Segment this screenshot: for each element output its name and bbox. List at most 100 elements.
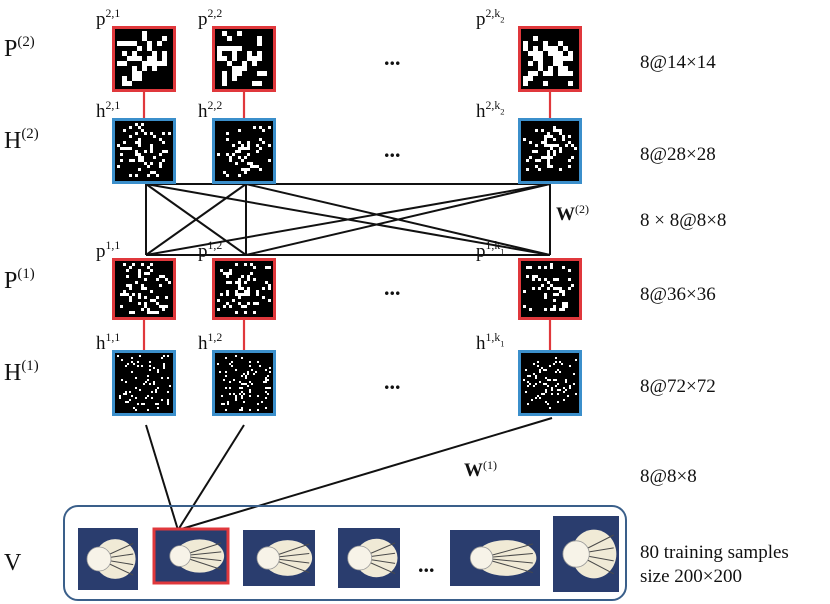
feature-map-p1-pixel xyxy=(265,281,268,284)
feature-map-h2-pixel xyxy=(559,147,562,150)
feature-map-h1-pixel xyxy=(239,381,241,383)
feature-map-h1-pixel xyxy=(247,371,249,373)
feature-map-p2-pixel xyxy=(257,71,262,76)
feature-map-h1-pixel xyxy=(241,387,243,389)
feature-map-h2-pixel xyxy=(226,153,229,156)
feature-map-h2-pixel xyxy=(247,168,250,171)
feature-map-h1-pixel xyxy=(255,371,257,373)
feature-map-h1-pixel xyxy=(135,387,137,389)
feature-map-h1-pixel xyxy=(131,395,133,397)
feature-map-h2-pixel xyxy=(556,129,559,132)
feature-map-h2-pixel xyxy=(559,150,562,153)
feature-map-h1-pixel xyxy=(551,387,553,389)
feature-map-h2-pixel xyxy=(241,144,244,147)
feature-map-p2-pixel xyxy=(132,66,137,71)
feature-map-p2-pixel xyxy=(122,51,127,56)
feature-map-h1-pixel xyxy=(257,403,259,405)
unit-label-h2: h2,2 xyxy=(198,99,222,122)
feature-map-p2-pixel xyxy=(528,61,533,66)
feature-map-h1-pixel xyxy=(143,383,145,385)
feature-map-p1-pixel xyxy=(141,308,144,311)
feature-map-h1-pixel xyxy=(225,371,227,373)
feature-map-h1-pixel xyxy=(539,371,541,373)
feature-map-h1-pixel xyxy=(551,389,553,391)
feature-map-h1-pixel xyxy=(243,401,245,403)
feature-map-p2 xyxy=(518,26,582,92)
feature-map-p1-pixel xyxy=(238,293,241,296)
feature-map-p2-pixel xyxy=(558,61,563,66)
feature-map-p1-pixel xyxy=(568,287,571,290)
feature-map-h1-pixel xyxy=(117,355,119,357)
feature-map-h1-pixel xyxy=(257,361,259,363)
feature-map-h1-pixel xyxy=(243,393,245,395)
feature-map-h2-pixel xyxy=(565,144,568,147)
feature-map-p1-pixel xyxy=(138,275,141,278)
feature-map-p2-pixel xyxy=(132,71,137,76)
feature-map-h1-pixel xyxy=(227,401,229,403)
feature-map-p2-pixel xyxy=(538,51,543,56)
feature-map-p1-pixel xyxy=(156,278,159,281)
feature-map-h1-pixel xyxy=(235,355,237,357)
ellipsis-h1: ... xyxy=(384,369,401,394)
feature-map-h1-pixel xyxy=(155,403,157,405)
feature-map-h1-pixel xyxy=(235,395,237,397)
unit-label-p2-sub: 2 xyxy=(500,15,504,25)
feature-map-h2-pixel xyxy=(117,144,120,147)
unit-label-p2-sup: 2,k xyxy=(486,7,501,20)
feature-map-p2-pixel xyxy=(222,71,227,76)
feature-map-h1-pixel xyxy=(167,403,169,405)
feature-map-p1-pixel xyxy=(253,311,256,314)
feature-map-p1-pixel xyxy=(544,293,547,296)
layer-spec-p1: 8@36×36 xyxy=(640,284,716,305)
feature-map-h2-pixel xyxy=(529,156,532,159)
feature-map-h2-pixel xyxy=(523,138,526,141)
weight-label-w1: W(1) xyxy=(464,458,497,481)
feature-map-h2-pixel xyxy=(153,156,156,159)
feature-map-h2-pixel xyxy=(141,123,144,126)
unit-label-h2-base: h xyxy=(198,101,208,122)
feature-map-h1-pixel xyxy=(567,395,569,397)
feature-map-h1-pixel xyxy=(549,379,551,381)
feature-map-h1-pixel xyxy=(241,357,243,359)
feature-map-p1-pixel xyxy=(147,308,150,311)
shuttle-cork xyxy=(256,546,280,570)
unit-label-p1-base: p xyxy=(476,241,486,262)
feature-map-h1-pixel xyxy=(557,389,559,391)
feature-map-p1-pixel xyxy=(144,305,147,308)
feature-map-h2-pixel xyxy=(135,132,138,135)
feature-map-p2-pixel xyxy=(538,56,543,61)
unit-label-h2-sup: 2,2 xyxy=(208,99,223,112)
feature-map-h1-pixel xyxy=(249,395,251,397)
feature-map-h1-pixel xyxy=(163,363,165,365)
feature-map-p2-pixel xyxy=(142,36,147,41)
feature-map-h1-pixel xyxy=(563,391,565,393)
feature-map-h2-pixel xyxy=(150,150,153,153)
feature-map-h1-pixel xyxy=(555,385,557,387)
feature-map-p1-pixel xyxy=(241,275,244,278)
feature-map-h1-pixel xyxy=(269,371,271,373)
feature-map-p1-pixel xyxy=(138,296,141,299)
feature-map-h1-pixel xyxy=(135,397,137,399)
feature-map-h1-pixel xyxy=(265,381,267,383)
feature-map-h2-pixel xyxy=(150,132,153,135)
training-sample-image xyxy=(338,528,400,588)
feature-map-p2-pixel xyxy=(222,31,227,36)
feature-map-p1-pixel xyxy=(168,281,171,284)
feature-map-h1-pixel xyxy=(163,367,165,369)
feature-map-h1-pixel xyxy=(547,385,549,387)
feature-map-p1-pixel xyxy=(147,272,150,275)
unit-label-h1-base: h xyxy=(198,333,208,354)
feature-map-h2-pixel xyxy=(120,159,123,162)
feature-map-p1-pixel xyxy=(150,263,153,266)
feature-map-h1-pixel xyxy=(553,363,555,365)
feature-map-h1-pixel xyxy=(149,383,151,385)
feature-map-p1-pixel xyxy=(129,311,132,314)
feature-map-h1-pixel xyxy=(525,369,527,371)
feature-map-p1-pixel xyxy=(150,311,153,314)
feature-map-p2-pixel xyxy=(132,56,137,61)
feature-map-h2-pixel xyxy=(156,174,159,177)
feature-map-h1-pixel xyxy=(525,391,527,393)
feature-map-h1-pixel xyxy=(145,397,147,399)
feature-map-h1-pixel xyxy=(239,409,241,411)
feature-map-p1-pixel xyxy=(141,284,144,287)
